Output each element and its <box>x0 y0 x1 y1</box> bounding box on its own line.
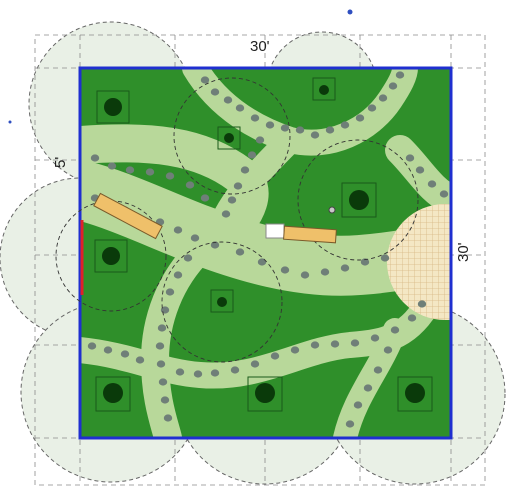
stepping-stone <box>395 71 405 79</box>
stepping-stone <box>221 210 231 218</box>
stepping-stone <box>265 121 275 129</box>
stepping-stone <box>310 341 320 349</box>
stepping-stone <box>135 356 145 364</box>
stepping-stone <box>157 324 167 332</box>
stepping-stone <box>388 82 398 90</box>
stepping-stone <box>280 266 290 274</box>
stepping-stone <box>173 226 183 234</box>
stepping-stone <box>158 378 168 386</box>
stepping-stone <box>235 104 245 112</box>
stepping-stone <box>247 151 257 159</box>
stepping-stone <box>250 114 260 122</box>
stepping-stone <box>439 190 449 198</box>
stepping-stone <box>355 114 365 122</box>
stepping-stone <box>390 326 400 334</box>
bench-left <box>93 192 163 240</box>
stepping-stone <box>330 340 340 348</box>
stepping-stone <box>125 166 135 174</box>
stepping-stone <box>295 126 305 134</box>
stepping-stone <box>87 342 97 350</box>
stepping-stone <box>185 181 195 189</box>
stepping-stone <box>200 194 210 202</box>
stepping-stone <box>407 314 417 322</box>
stepping-stone <box>107 162 117 170</box>
tree <box>312 77 336 101</box>
stepping-stone <box>367 104 377 112</box>
stepping-stone <box>257 258 267 266</box>
stepping-stone <box>233 182 243 190</box>
stepping-stones <box>87 71 449 428</box>
dimension-top: 30' <box>250 38 270 55</box>
marker-dot <box>347 9 353 15</box>
stepping-stone <box>173 271 183 279</box>
stepping-stone <box>383 346 393 354</box>
stepping-stone <box>380 254 390 262</box>
stepping-stone <box>163 414 173 422</box>
stepping-stone <box>300 271 310 279</box>
stepping-stone <box>193 370 203 378</box>
stepping-stone <box>227 196 237 204</box>
stepping-stone <box>190 234 200 242</box>
stepping-stone <box>175 368 185 376</box>
tree <box>96 90 130 124</box>
stepping-stone <box>350 339 360 347</box>
small-fixture <box>328 206 336 214</box>
canopy-circles <box>55 77 419 363</box>
stepping-stone <box>145 168 155 176</box>
stepping-stone <box>103 346 113 354</box>
stepping-stone <box>183 254 193 262</box>
stepping-stone <box>280 124 290 132</box>
stepping-stone <box>325 126 335 134</box>
stepping-stone <box>250 360 260 368</box>
stepping-stone <box>320 268 330 276</box>
dimension-left-inset: 5' <box>52 156 69 168</box>
stepping-stone <box>417 300 427 308</box>
tree <box>341 182 377 218</box>
bench-center <box>265 223 337 244</box>
stepping-stone <box>200 76 210 84</box>
stepping-stone <box>210 241 220 249</box>
stepping-stone <box>235 248 245 256</box>
stepping-stone <box>156 360 166 368</box>
tree <box>95 376 131 412</box>
dimension-right: 30' <box>455 242 472 262</box>
stepping-stone <box>270 352 280 360</box>
tree <box>94 239 128 273</box>
stepping-stone <box>340 121 350 129</box>
stepping-stone <box>155 342 165 350</box>
marker-dot <box>8 120 12 124</box>
stepping-stone <box>255 136 265 144</box>
stepping-stone <box>165 172 175 180</box>
tree <box>397 376 433 412</box>
stepping-stone <box>210 369 220 377</box>
stepping-stone <box>160 396 170 404</box>
tree <box>217 126 241 150</box>
stepping-stone <box>415 166 425 174</box>
stepping-stone <box>345 420 355 428</box>
stepping-stone <box>310 131 320 139</box>
tree <box>247 376 283 412</box>
stepping-stone <box>230 366 240 374</box>
stepping-stone <box>378 94 388 102</box>
tree <box>210 289 234 313</box>
stepping-stone <box>363 384 373 392</box>
stepping-stone <box>427 180 437 188</box>
lawn-boundary <box>78 66 453 440</box>
trees <box>94 77 433 412</box>
stepping-stone <box>290 346 300 354</box>
stepping-stone <box>165 288 175 296</box>
stepping-stone <box>340 264 350 272</box>
stepping-stone <box>210 88 220 96</box>
stepping-stone <box>120 350 130 358</box>
stepping-stone <box>240 166 250 174</box>
stepping-stone <box>405 154 415 162</box>
stepping-stone <box>90 154 100 162</box>
stepping-stone <box>223 96 233 104</box>
stepping-stone <box>370 334 380 342</box>
stepping-stone <box>353 401 363 409</box>
stepping-stone <box>373 366 383 374</box>
stepping-stone <box>360 258 370 266</box>
